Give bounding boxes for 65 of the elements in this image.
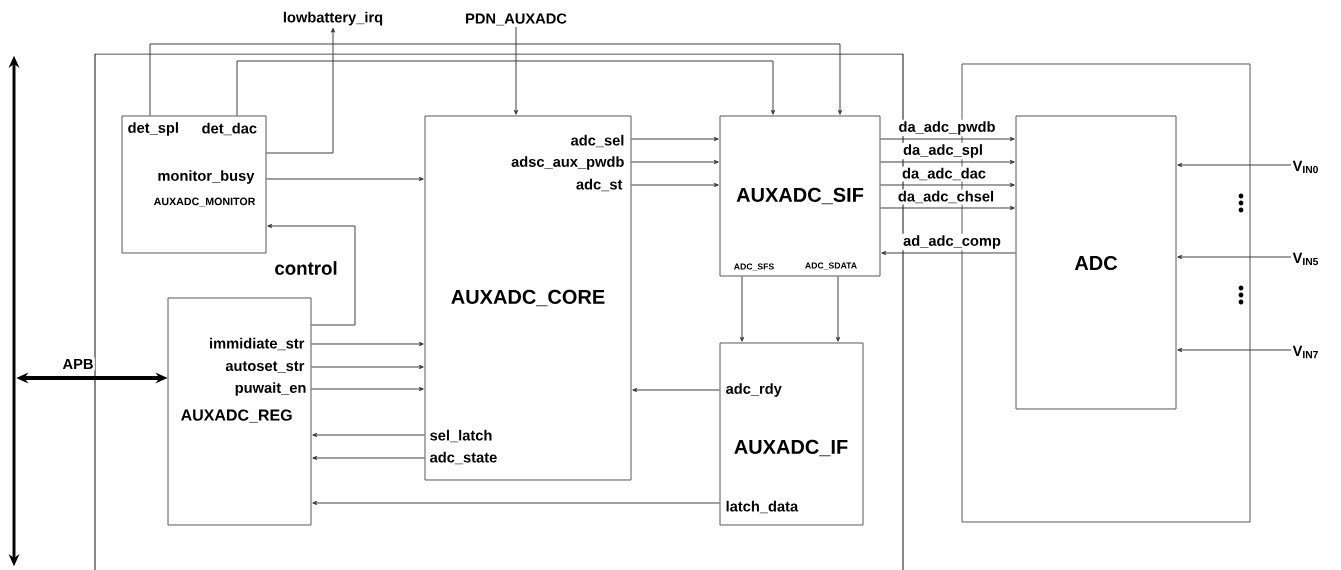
block-title: AUXADC_CORE <box>451 289 605 307</box>
edge-label: ad_adc_comp <box>901 233 1003 251</box>
block-box <box>719 115 881 277</box>
arrow <box>1177 347 1292 353</box>
arrow <box>880 159 1015 165</box>
signal-label: lowbattery_irq <box>283 11 383 26</box>
signal-label: V$_{IN0}$ <box>1292 160 1318 174</box>
arrow <box>311 341 424 347</box>
arrow <box>631 136 719 142</box>
arrow <box>513 26 519 115</box>
edge-label: da_adc_spl <box>901 142 985 160</box>
signal-label: ADC_SDATA <box>805 262 857 270</box>
signal-label: adc_state <box>430 451 497 465</box>
arrow <box>835 276 841 342</box>
signal-label: puwait_en <box>235 382 306 396</box>
edge-label: da_adc_chsel <box>896 189 996 205</box>
arrow <box>631 159 719 165</box>
block-box <box>167 297 312 526</box>
signal-label: V$_{IN7}$ <box>1292 345 1318 359</box>
signal-label: adsc_aux_pwdb <box>511 156 624 170</box>
arrow <box>311 386 424 392</box>
signal-label: det_spl <box>128 122 178 136</box>
arrow <box>236 60 776 116</box>
arrow <box>632 387 720 393</box>
arrow <box>312 432 425 438</box>
arrow <box>880 136 1015 142</box>
block-box <box>1015 115 1177 410</box>
edge-label: control <box>273 259 339 277</box>
signal-label: autoset_str <box>225 361 305 373</box>
block-box <box>719 342 864 526</box>
signal-label: ADC_SFS <box>734 263 774 271</box>
arrow <box>880 205 1015 211</box>
block-title: AUXADC_IF <box>734 439 848 457</box>
arrow <box>880 182 1015 188</box>
arrow <box>266 27 336 154</box>
signal-label: monitor_busy <box>158 170 255 184</box>
signal-label: V$_{IN5}$ <box>1292 252 1319 266</box>
edge-label: da_adc_pwdb <box>897 119 997 137</box>
block-box <box>121 115 267 254</box>
signal-label: PDN_AUXADC <box>466 13 567 26</box>
arrow <box>1177 162 1292 168</box>
arrow <box>1177 254 1292 260</box>
arrow <box>311 364 424 370</box>
signal-label: adc_st <box>576 178 623 192</box>
arrow <box>312 455 425 461</box>
signal-label: det_dac <box>202 122 257 136</box>
block-title: AUXADC_MONITOR <box>153 197 256 207</box>
signal-label: immidiate_str <box>210 337 305 351</box>
edge-label: da_adc_dac <box>900 166 988 182</box>
block-title: ADC <box>1074 255 1118 271</box>
signal-label: latch_data <box>726 500 799 514</box>
arrow <box>266 176 424 182</box>
block-box <box>424 115 632 481</box>
arrow <box>312 500 720 506</box>
arrow <box>631 182 719 188</box>
arrow <box>881 250 1016 256</box>
block-title: AUXADC_REG <box>181 409 292 423</box>
edge-label: APB <box>61 357 95 371</box>
signal-label: sel_latch <box>430 429 492 443</box>
signal-label: adc_rdy <box>726 383 782 397</box>
arrow <box>267 223 356 326</box>
block-title: AUXADC_SIF <box>736 187 864 205</box>
arrow <box>739 276 745 342</box>
signal-label: adc_sel <box>571 134 624 148</box>
arrow <box>149 43 843 116</box>
